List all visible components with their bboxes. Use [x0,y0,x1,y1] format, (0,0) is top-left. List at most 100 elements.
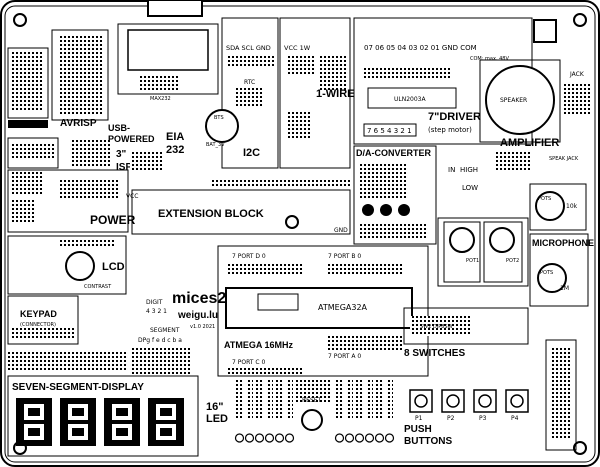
pots2-label: POTS [540,270,553,276]
isp-eia-block: 3" ISP EIA 232 [7,131,184,173]
driver-max-label: COM: max. 48V [470,56,509,62]
pot-block: POT1 POT2 [437,217,529,287]
segment-letters: DPg f e d c b a [138,337,182,344]
switch-chip-label: SW2 DIP8SW [420,324,453,330]
avrisp-label: AVRISP [60,118,97,129]
segment-label: SEGMENT [150,327,180,334]
pot2-label: POT2 [506,258,519,264]
keypad-block: KEYPAD (CONNECTOR) [7,295,79,345]
atmega-block: 7 PORT D 0 7 PORT B 0 ATMEGA32A ATMEGA 1… [217,245,429,377]
seven-segment-block: SEVEN-SEGMENT-DISPLAY [7,375,199,457]
led [354,380,365,443]
digit-numbers: 4 3 2 1 [146,308,167,315]
power-block: POWER [7,169,136,233]
atmega-label: ATMEGA 16MHz [224,340,294,350]
seven-segment-digit [104,398,140,446]
gnd-label: GND [334,227,348,234]
microphone-block: MICROPHONE POTS 1M [529,233,594,307]
driver-block: 07 06 05 04 03 02 01 GND COM COM: max. 4… [353,17,557,145]
push-button: P3 [473,389,497,422]
led [254,380,265,443]
led [284,380,295,443]
push-button: P2 [441,389,465,422]
driver-chip-label: ULN2003A [394,96,426,103]
port-d-label: 7 PORT D 0 [232,253,266,260]
push-label: PUSH [404,424,432,435]
push-button-label: P3 [479,415,487,422]
extension-label: EXTENSION BLOCK [158,208,264,220]
led16-sublabel: LED [206,413,228,425]
usb-connector-tab [147,0,203,17]
i2c-pin-row: SDA SCL GND [226,44,271,52]
right-connector-block [545,339,577,451]
amplifier-label: AMPLIFIER [500,137,559,149]
i2c-label: I2C [243,147,260,159]
onewire-pin-row: VCC 1W [284,44,311,52]
led [234,380,245,443]
eia-label: EIA [166,131,184,143]
high-label: HIGH [460,166,478,174]
board-title: mices2 [172,290,226,307]
push-button: P1 [409,389,433,422]
driver-sublabel: (step motor) [428,126,472,134]
keypad-label: KEYPAD [20,309,57,319]
led [384,380,395,443]
pot1-label: POT1 [466,258,479,264]
push-button-label: P4 [511,415,519,422]
avrisp-block: AVRISP [7,29,109,129]
dac-label: D/A-CONVERTER [356,148,432,158]
buttons-label: BUTTONS [404,436,452,447]
led [334,380,345,443]
pots-10k-label: 10k [566,203,578,210]
ssd-label: SEVEN-SEGMENT-DISPLAY [12,382,144,393]
led [244,380,255,443]
chip-label: ATMEGA32A [318,303,368,312]
led-block: 16" LED [206,380,395,443]
battery-label: BAT_3V [206,142,225,148]
driver-label: 7"DRIVER [428,111,481,123]
led16-label: 16" [206,401,223,413]
vcc-label: VCC [126,193,138,200]
push-button-label: P1 [415,415,423,422]
usb-powered-label: POWERED [108,134,155,144]
amplifier-block: SPEAKER JACK AMPLIFIER SPEAK JACK [479,59,590,170]
microphone-label: MICROPHONE [532,238,594,248]
led [274,380,285,443]
extension-block: EXTENSION BLOCK VCC GND [126,178,351,235]
reset-block: RESET [296,378,332,431]
in-label: IN [448,166,455,174]
pots-label: POTS [538,196,551,202]
eia-232-label: 232 [166,144,184,156]
led [344,380,355,443]
jack-label: JACK [569,71,585,78]
port-a-label: 7 PORT A 0 [328,353,361,360]
speak-jack-label: SPEAK JACK [549,156,579,162]
rtc-label: RTC [244,79,255,86]
keypad-sublabel: (CONNECTOR) [20,322,56,328]
onewire-block: VCC 1W 1-WIRE [279,17,355,169]
lcd-block: LCD CONTRAST [7,235,127,295]
switches-block: SW2 DIP8SW 8 SWITCHES [403,307,529,359]
push-button: P4 [505,389,529,422]
seven-segment-digit [16,398,52,446]
speaker-label: SPEAKER [500,97,527,104]
bts-label: BTS [214,115,224,121]
board-version: v1.0 2021 [190,324,215,330]
pots-1m-label: 1M [560,285,569,292]
max232-label: MAX232 [150,96,171,102]
seven-segment-digit [60,398,96,446]
led [364,380,375,443]
board-url: weigu.lu [177,310,218,321]
led [374,380,385,443]
onewire-label: 1-WIRE [316,88,355,100]
seven-segment-digit [148,398,184,446]
dac-block: D/A-CONVERTER IN HIGH LOW [353,145,478,245]
digit-label: DIGIT [146,299,163,306]
port-c-label: 7 PORT C 0 [232,359,265,366]
low-label: LOW [462,184,478,192]
pots-block: POTS 10k [529,183,587,231]
switches-label: 8 SWITCHES [404,348,465,359]
usb-block: MAX232 USB- POWERED [108,23,219,144]
